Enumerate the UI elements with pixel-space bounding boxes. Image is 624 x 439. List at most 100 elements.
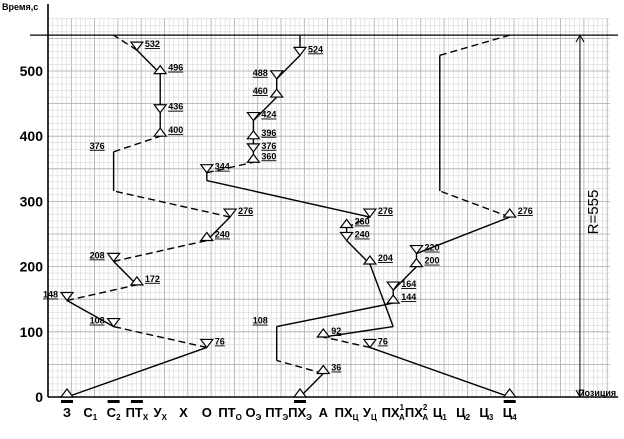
loaded-position-bar <box>107 400 120 403</box>
y-tick-label: 300 <box>20 193 44 209</box>
path-segment <box>439 190 510 218</box>
raise-marker <box>339 231 354 242</box>
path-segment <box>369 346 510 398</box>
path-segment <box>323 325 394 338</box>
raise-marker <box>106 317 121 328</box>
raise-marker <box>269 70 284 80</box>
position-label: О <box>202 405 212 420</box>
path-segment <box>392 266 417 291</box>
position-label: С1 <box>83 405 97 422</box>
path-segment <box>276 359 324 375</box>
position-label: ПТЭ <box>265 405 288 422</box>
path-segment <box>66 346 208 398</box>
path-segment <box>113 135 161 153</box>
raise-marker <box>409 244 424 255</box>
operation-time-label: 360 <box>261 151 276 161</box>
raise-marker <box>199 164 214 174</box>
y-axis-label: Время,с <box>2 2 38 12</box>
operation-time-label: 144 <box>401 292 416 302</box>
operation-time-label: 424 <box>261 110 276 120</box>
lower-marker <box>339 218 354 229</box>
path-segment <box>206 216 231 242</box>
raise-marker <box>129 41 145 52</box>
path-segment <box>276 302 394 328</box>
path-segment <box>323 336 371 349</box>
lower-marker <box>246 153 261 163</box>
operation-time-label: 396 <box>261 128 276 138</box>
operation-time-label: 76 <box>215 336 225 346</box>
lower-marker <box>386 294 401 304</box>
lower-marker <box>59 388 75 398</box>
lower-marker <box>316 328 331 338</box>
lower-marker <box>362 254 378 265</box>
path-segment <box>439 34 510 57</box>
position-label: ПХЭ <box>288 405 312 422</box>
operation-time-label: 240 <box>215 230 230 240</box>
path-segment <box>206 161 254 174</box>
path-segment <box>206 179 371 218</box>
y-tick-label: 200 <box>20 259 44 275</box>
position-label: Ц1 <box>433 405 448 422</box>
y-tick-label: 500 <box>20 63 44 79</box>
path-segment <box>346 240 371 265</box>
lower-marker <box>153 127 168 137</box>
lower-marker <box>153 64 168 75</box>
raise-marker <box>246 143 261 153</box>
lower-marker <box>129 275 145 286</box>
operation-time-label: 524 <box>308 44 323 54</box>
raise-marker <box>106 252 121 263</box>
lower-marker <box>269 88 284 98</box>
operation-time-label: 276 <box>518 206 533 216</box>
operation-time-label: 76 <box>378 336 388 346</box>
loaded-position-bar <box>61 400 73 403</box>
hoist-paths <box>66 34 510 398</box>
operation-time-label: 460 <box>253 86 268 96</box>
position-label: ПТХ <box>126 405 149 422</box>
operation-time-label: 204 <box>378 253 393 263</box>
lower-marker <box>502 208 517 218</box>
position-label: Ц2 <box>456 405 471 422</box>
dimension-arrow-top <box>575 34 585 43</box>
raise-marker <box>362 338 378 349</box>
operation-time-label: 108 <box>253 316 268 326</box>
path-segment <box>252 96 278 122</box>
operation-time-label: 260 <box>355 216 370 226</box>
operation-time-label: 208 <box>90 250 105 260</box>
path-segment <box>113 239 207 263</box>
dimension-arrow-bottom <box>575 389 585 399</box>
cycle-time-label: R=555 <box>585 190 602 235</box>
path-segment <box>299 373 324 398</box>
operation-time-label: 200 <box>425 256 440 266</box>
operation-time-label: 496 <box>168 63 183 73</box>
loaded-position-bar <box>294 400 306 403</box>
lower-marker <box>502 388 517 398</box>
operation-time-label: 276 <box>378 206 393 216</box>
position-label: ПХЦ <box>335 405 359 422</box>
operation-labels: 7610814817220824027637640043649653236108… <box>43 39 533 372</box>
path-segment <box>416 216 510 255</box>
path-segment <box>113 34 138 51</box>
y-tick-label: 100 <box>20 324 44 340</box>
position-label: Х <box>179 405 188 420</box>
raise-marker <box>386 281 401 292</box>
position-label: ПТО <box>218 405 242 422</box>
lower-marker <box>246 129 261 140</box>
operation-time-label: 436 <box>168 102 183 112</box>
position-label: З <box>63 405 71 420</box>
operation-time-label: 376 <box>261 141 276 151</box>
operation-time-label: 400 <box>168 125 183 135</box>
operation-time-label: 240 <box>355 230 370 240</box>
operation-time-label: 108 <box>90 316 105 326</box>
position-label: Ц3 <box>479 405 494 422</box>
raise-marker <box>222 208 238 219</box>
operation-time-label: 164 <box>401 279 416 289</box>
position-label: С2 <box>107 405 121 422</box>
operation-time-label: 376 <box>90 141 105 151</box>
raise-marker <box>199 338 214 349</box>
position-label: ОЭ <box>245 405 261 422</box>
path-segment <box>66 284 138 302</box>
